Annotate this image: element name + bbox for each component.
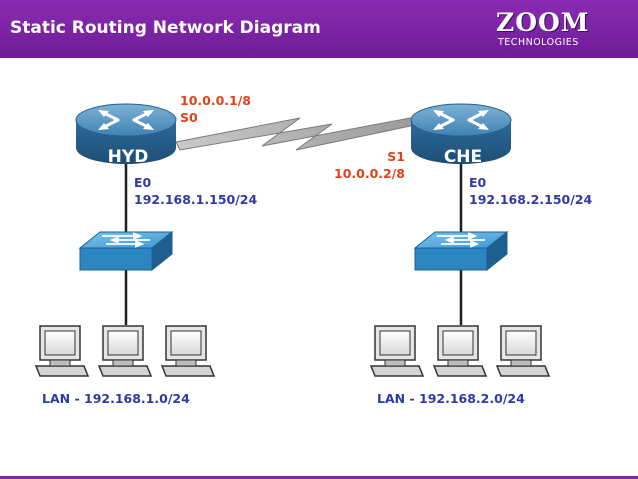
pc-icon: [495, 325, 551, 377]
router-icon: [75, 103, 177, 164]
pc-icon: [97, 325, 153, 377]
title-bar: Static Routing Network Diagram ZOOM TECH…: [0, 0, 638, 58]
che-lan-network-label: LAN - 192.168.2.0/24: [377, 391, 525, 406]
che-serial-interface: S1: [387, 149, 405, 164]
che-lan-interface: E0: [469, 175, 487, 190]
switch-icon: [78, 230, 174, 272]
page-title: Static Routing Network Diagram: [10, 18, 321, 38]
pc-icon: [432, 325, 488, 377]
zoom-logo: ZOOM TECHNOLOGIES: [496, 8, 628, 50]
hyd-serial-ip: 10.0.0.1/8: [180, 93, 251, 108]
che-lan-ip: 192.168.2.150/24: [469, 192, 592, 207]
hyd-lan-interface: E0: [134, 175, 152, 190]
bottom-border: [0, 476, 638, 479]
pc-icon: [160, 325, 216, 377]
network-diagram: HYD CHE: [34, 93, 592, 406]
router-name-hyd: HYD: [108, 147, 149, 167]
router-name-che: CHE: [444, 147, 482, 167]
che-serial-ip: 10.0.0.2/8: [334, 166, 405, 181]
hyd-lan-ip: 192.168.1.150/24: [134, 192, 257, 207]
hyd-lan-network-label: LAN - 192.168.1.0/24: [42, 391, 190, 406]
switch-icon: [413, 230, 509, 272]
logo-subtitle: TECHNOLOGIES: [498, 37, 579, 48]
pc-icon: [369, 325, 425, 377]
hyd-serial-interface: S0: [180, 110, 198, 125]
logo-word: ZOOM: [496, 8, 590, 37]
router-icon: [410, 103, 512, 164]
pc-icon: [34, 325, 90, 377]
lightning-link-icon: [175, 117, 422, 151]
